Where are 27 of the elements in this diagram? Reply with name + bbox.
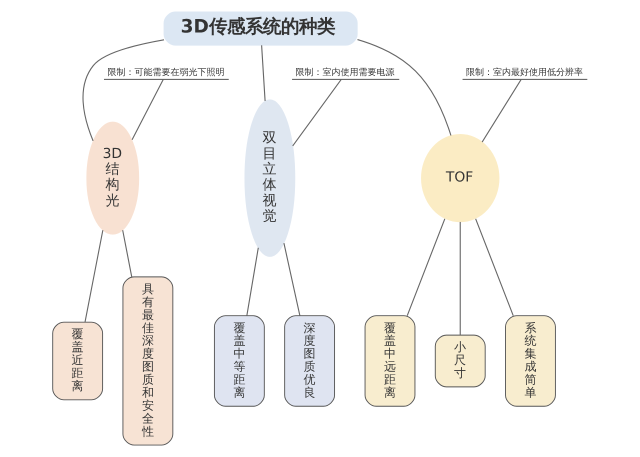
connector — [84, 230, 104, 322]
connector — [82, 39, 164, 142]
connector — [283, 243, 300, 316]
connector — [261, 45, 266, 102]
node-box: 具有最佳深度图质和安全性 — [122, 276, 174, 446]
connector — [132, 79, 164, 140]
node-box: 覆盖中远距离 — [364, 315, 416, 407]
connector — [460, 222, 461, 336]
node-text: 限制：室内使用需要电源 — [296, 66, 395, 78]
node-box: 覆盖近距离 — [52, 322, 104, 400]
node-ellipse: TOF — [421, 134, 500, 222]
node-ellipse: 双目立体视觉 — [244, 99, 296, 257]
node-text: 限制：可能需要在弱光下照明 — [108, 66, 225, 78]
connector — [406, 218, 446, 316]
connector — [122, 230, 132, 277]
connector — [292, 79, 342, 146]
connector — [357, 39, 452, 136]
connector — [475, 218, 514, 316]
node-box: 小尺寸 — [434, 334, 486, 388]
node-box: 3D传感系统的种类 — [164, 11, 358, 46]
node-box: 系统集成简单 — [505, 315, 556, 407]
connector — [482, 79, 522, 142]
node-text: 限制：室内最好使用低分辨率 — [466, 66, 584, 78]
node-box: 覆盖中等距离 — [214, 315, 265, 407]
node-ellipse: 3D结构光 — [86, 122, 140, 235]
node-box: 深度图质优良 — [284, 315, 336, 407]
connector — [246, 248, 259, 316]
